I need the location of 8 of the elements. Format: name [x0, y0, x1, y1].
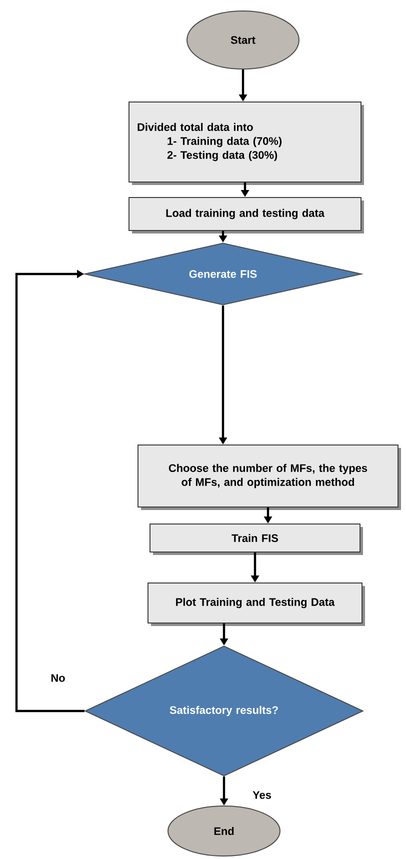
- edge-label: Yes: [252, 790, 272, 800]
- process-box: Plot Training and Testing Data: [148, 582, 365, 626]
- edge-label: No: [50, 673, 66, 683]
- process-box: Train FIS: [150, 524, 363, 555]
- process-box: Divided total data into 1- Training data (70%) 2- Testing data (30%): [128, 102, 364, 185]
- arrow: [15, 270, 84, 712]
- process-box: Choose the number of MFs, the types of MFs, and optimization method: [138, 444, 401, 510]
- process-box: Load training and testing data: [128, 197, 364, 234]
